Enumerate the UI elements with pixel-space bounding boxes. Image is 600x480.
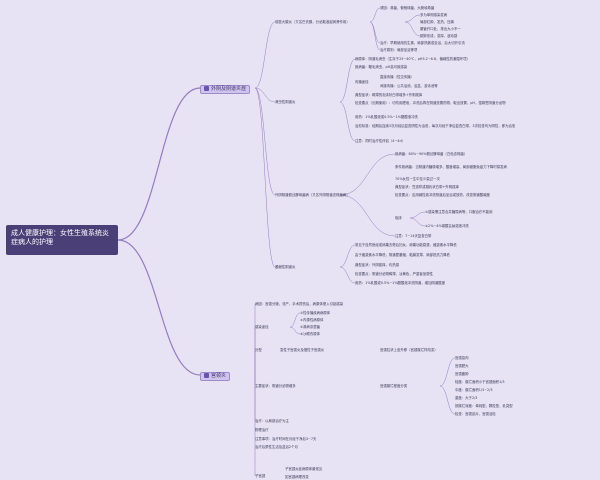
topic-symptoms[interactable]: 主要症状：阴道分泌物增多 <box>255 384 296 388</box>
category-cervicitis[interactable]: 宫颈炎 <box>200 372 231 381</box>
node: 条件致病菌：当阴道内糖原增多、酸度增高、局部细胞免疫力下降时易发病 <box>395 165 507 169</box>
node: ②内源性病原体 <box>300 318 324 322</box>
node: 如宫颈病理改变 <box>285 475 309 479</box>
connector-line <box>339 101 356 142</box>
connector-line <box>254 87 276 268</box>
node: ④沙眼衣原体 <box>300 332 320 336</box>
node: 重度：大于2/3 <box>455 396 478 400</box>
node: 宫颈糜烂程度分类 <box>380 384 408 388</box>
node: 治疗：早期使用抗生素，局部热敷或坐浴，后大切开引流 <box>380 41 465 45</box>
node: 由于雌激素水平降低，阴道壁萎缩，黏膜变薄，局部抵抗力降低 <box>355 253 450 257</box>
node: 治疗原则：局部坐浴等项 <box>380 48 418 52</box>
node: 治愈标准：经期后连续3次月经后复查阴性为治愈，每次月经干净后复查白带，3次检查均… <box>355 124 516 128</box>
connector-line <box>409 217 426 227</box>
node: 宫颈柱状上皮外移（宫颈糜烂样改变） <box>380 348 438 352</box>
topic-cervix[interactable]: 子宫颈 <box>255 474 266 478</box>
node: 传播途径 <box>355 80 369 84</box>
node: 致病菌：鞭毛滴虫，pH高可致感染 <box>355 65 408 69</box>
node: 典型症状：豆渣样或凝乳状白带+外阴瘙痒 <box>395 185 459 189</box>
node: 注意：同时治疗性伴侣（4~4d） <box>355 139 405 143</box>
connector-line <box>254 87 276 196</box>
node: 轻度：糜烂面积小于宫颈面积1/3 <box>455 380 505 384</box>
category-vulvovaginitis[interactable]: 外阴及阴道炎症 <box>200 85 251 94</box>
topic-classification[interactable]: 分型 <box>255 348 262 352</box>
node: 脓肿形成，变厚，波动感 <box>420 34 458 38</box>
node: 子宫颈炎症病原体最常见 <box>285 467 323 471</box>
connector-line <box>404 21 421 37</box>
category-icon <box>204 373 209 378</box>
connector-line <box>409 211 426 219</box>
node: 治疗后禁性生活及盆浴2个月 <box>255 445 298 449</box>
node: ①性传播疾病病原体 <box>300 311 331 315</box>
connector-line <box>339 266 356 284</box>
topic-cervicitis-cause[interactable]: 病因：宫颈分娩、流产、手术损伤后，病原体侵入引起感染 <box>255 302 344 306</box>
node: ②2%~4%碳酸氢钠溶液冲洗 <box>425 224 469 228</box>
topic-infection-route[interactable]: 感染途径 <box>255 325 269 329</box>
node: 常见于自然绝经或卵巢去势后妇女，卵巢功能衰退，雌激素水平降低 <box>355 243 457 247</box>
connector-line <box>439 357 456 387</box>
connector-line <box>289 312 301 328</box>
node: 致病菌：80%~90%假丝酵母菌（白色念珠菌） <box>395 152 468 156</box>
node: 间接传播：公共浴池、浴盆、游泳池等 <box>380 84 438 88</box>
topic-candida[interactable]: 外阴阴道假丝酵母菌病（又名外阴阴道念珠菌病） <box>275 193 350 197</box>
category-icon <box>204 86 209 91</box>
node: 直接传播（性交传播） <box>380 75 414 79</box>
connector-line <box>289 326 301 335</box>
topic-trichomonas[interactable]: 滴虫性阴道炎 <box>275 100 296 104</box>
connector-line <box>117 87 201 241</box>
node: 宫颈囊肿 <box>455 372 469 376</box>
node: 临床 <box>395 216 402 220</box>
connector-line <box>439 385 456 415</box>
node: 宫颈息肉 <box>455 356 469 360</box>
node: ③淋病奈瑟菌 <box>300 325 320 329</box>
node: 病原体：阴道毛滴虫（生存于25~40℃，pH5.2~6.6，偏碱性的潮湿环境） <box>355 57 470 61</box>
node: 注意：7~14天复查白带 <box>395 234 432 238</box>
node: 腺管开口处、排出大小不一 <box>420 27 461 31</box>
node: 典型症状：稀薄的泡沫状白带增多+外阴瘙痒 <box>355 93 423 97</box>
node: 诱因：淋菌、葡萄球菌、大肠埃希菌 <box>380 6 435 10</box>
node: ①感染需注意合并糖尿病等，口服治疗不能用 <box>425 210 493 214</box>
topic-treatment[interactable]: 治疗：以局部治疗为主 <box>255 419 289 423</box>
root-title: 成人健康护理：女性生殖系统炎症病人的护理 <box>6 225 118 255</box>
node: 多为单侧感染发病 <box>420 13 448 17</box>
node: 中度：糜烂面积1/3~2/3 <box>455 388 493 392</box>
connector-line <box>369 7 381 23</box>
node: 检查要点（长期使用）：切勿用肥皂，冲洗后再在阴道放置药物，取出放置，pH，湿棉签… <box>355 101 506 105</box>
connector-line <box>339 194 396 237</box>
connector-line <box>404 14 421 23</box>
connector-line <box>369 21 381 44</box>
node: 检查：宫颈刮片、宫颈活检 <box>455 412 496 416</box>
connector-line <box>369 21 381 51</box>
connector-line <box>254 87 276 103</box>
connector-line <box>339 153 396 196</box>
node: 注意事项：治疗时间在月经干净后3~7天 <box>255 437 317 441</box>
node: 急性子宫颈炎及慢性子宫颈炎 <box>280 348 325 352</box>
node: 典型症状：外阴瘙痒，灼热感 <box>355 263 400 267</box>
connector-line <box>339 58 356 103</box>
connector-line <box>254 21 276 89</box>
node: 局部红肿、发热、压痛 <box>420 20 454 24</box>
topic-bartholinitis[interactable]: 前庭大腺炎（又名巴氏腺，分泌黏液起润滑作用） <box>275 20 350 24</box>
node: 用药：1%乳酸或0.5%~1%醋酸液冲洗阴道，增加阴道酸度 <box>355 281 446 285</box>
topic-atrophic[interactable]: 萎缩性阴道炎 <box>275 265 296 269</box>
node: 70%女性一生中至少患过一次 <box>395 177 440 181</box>
node: 按糜烂深度：单纯型、颗粒型、乳突型 <box>455 404 513 408</box>
node: 物理治疗 <box>255 428 269 432</box>
node: 宫颈肥大 <box>455 364 469 368</box>
node: 用药：1%乳酸液或0.5%~1%醋酸液冲洗 <box>355 115 418 119</box>
node: 检查要点：应用碱性液冲洗阴道后坐浴或放药，改变阴道酸碱度 <box>395 193 490 197</box>
connector-line <box>117 239 201 376</box>
node: 检查要点：阴道分泌物稀薄，淡黄色，严重者呈脓性 <box>355 272 433 276</box>
connector-line <box>339 244 356 268</box>
